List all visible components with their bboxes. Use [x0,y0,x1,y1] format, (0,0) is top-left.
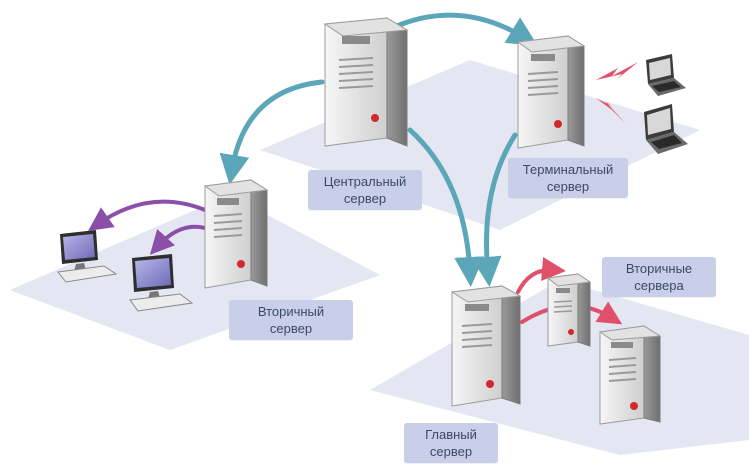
terminal-computer-icon [57,230,118,283]
secondary-to-terminal2-arrow [149,224,207,255]
central-platform [260,60,700,230]
label-line: Терминальный [522,162,614,177]
central-to-terminal-arrow [389,12,538,46]
laptop-icon [644,104,688,154]
terminal-to-main-arrow [471,132,518,287]
secondary-server [203,179,269,289]
lightning-icon [596,62,638,80]
label-line: сервер [343,191,387,206]
label-line: Вторичные [625,261,693,276]
label-line: сервера [634,278,684,293]
purple-arrows [88,199,207,255]
central-server [323,17,409,147]
secondary-servers-label: Вторичные сервера [602,257,716,297]
central-to-main-arrow [407,127,485,287]
label-line: Вторичный [257,304,325,319]
terminal-computer-icon [129,254,194,312]
main-to-secondary1-arrow [516,257,566,294]
secondary-server-small-2 [598,325,662,425]
main-server-label: Главный сервер [404,423,498,463]
label-line: Главный [425,427,477,442]
main-server [450,285,522,407]
central-to-secondary-arrow [219,79,325,185]
label-line: сервер [429,444,473,459]
label-line: Центральный [323,174,407,189]
secondary-server-small-1 [546,273,592,347]
label-line: сервер [269,321,313,336]
terminal-server [516,35,586,149]
secondary-to-terminal1-arrow [88,199,207,231]
central-server-label: Центральный сервер [308,170,422,210]
wireless-bolts [596,62,638,124]
secondary-platform [10,195,380,350]
laptop-icon [646,54,686,96]
secondary-server-label: Вторичный сервер [229,300,353,340]
teal-arrows [219,12,538,287]
label-line: сервер [546,179,590,194]
terminal-server-label: Терминальный сервер [508,158,628,198]
